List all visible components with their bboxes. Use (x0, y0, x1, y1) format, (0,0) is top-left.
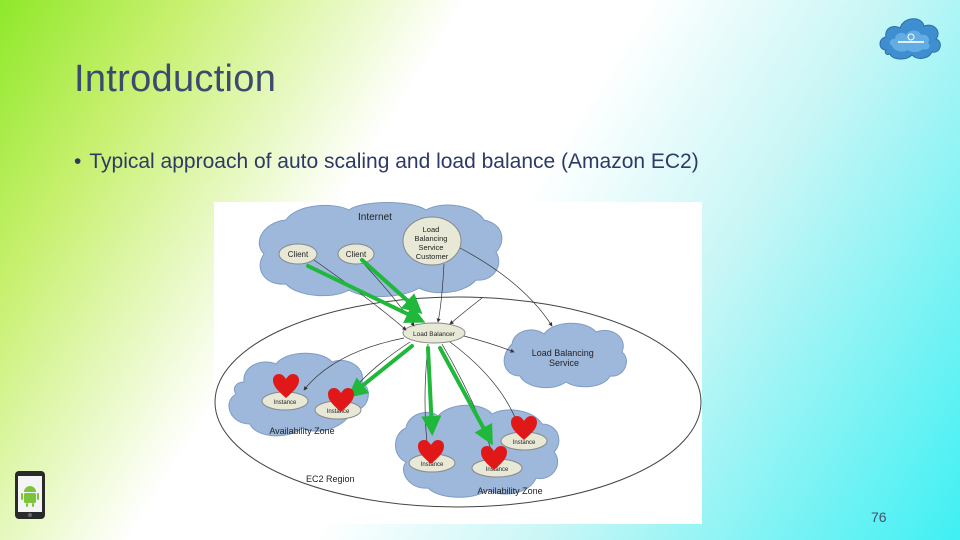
heart-icon (328, 388, 354, 412)
connector-lbs-lb (449, 297, 483, 325)
lbs-line-2: Service (549, 358, 579, 368)
load-balancer-node (402, 322, 466, 344)
client-label-2: Client (346, 250, 367, 259)
green-arrow-icon (438, 346, 493, 446)
connector-client1-lb (313, 259, 407, 331)
ec2-region-ellipse (214, 296, 702, 508)
instance-label-2: Instance (327, 409, 350, 415)
android-phone-icon (14, 470, 46, 520)
green-arrow-icon (347, 344, 414, 398)
bullet-text: Typical approach of auto scaling and loa… (89, 150, 699, 173)
hearts (273, 374, 537, 470)
lbs-customer-label: Load Balancing Service Customer (414, 225, 449, 261)
instance-label-3: Instance (421, 462, 444, 468)
client-node-2 (337, 243, 375, 265)
internet-label: Internet (358, 212, 392, 223)
heart-icon (511, 416, 537, 440)
lbs-customer-line-2: Balancing (414, 234, 447, 243)
connector-lb-inst4 (441, 343, 495, 459)
lbs-line-1: Load Balancing (532, 348, 594, 358)
heart-icon (273, 374, 299, 398)
lbs-cloud (503, 322, 627, 389)
slide-title: Introduction (74, 58, 277, 100)
green-arrows (306, 258, 493, 446)
green-arrow-icon (360, 258, 423, 314)
instance-label-4: Instance (486, 467, 509, 473)
lbs-label: Load Balancing Service (532, 348, 597, 368)
client-node-1 (278, 243, 318, 265)
lbs-customer-line-3: Service (418, 243, 443, 252)
lbs-customer-node (402, 216, 462, 266)
lbs-customer-line-1: Load (423, 225, 440, 234)
bullet-point: • Typical approach of auto scaling and lo… (74, 150, 699, 174)
heart-icon (481, 446, 507, 470)
instance-label-5: Instance (513, 440, 536, 446)
auto-scaling-diagram: EC2 Region Internet Client Client Load B… (214, 202, 702, 524)
bullet-dot: • (74, 150, 82, 173)
cloud-logo-icon (878, 10, 944, 62)
load-balancer-label: Load Balancer (413, 331, 456, 338)
instance-label-1: Instance (274, 400, 297, 406)
connector-lb-lbs (463, 335, 515, 353)
lbs-customer-line-4: Customer (416, 252, 449, 261)
connector-customer-lb (436, 263, 445, 323)
client-label-1: Client (288, 250, 309, 259)
ec2-region-label: EC2 Region (306, 474, 355, 484)
page-number: 76 (871, 509, 887, 525)
availability-zone-label-2: Availability Zone (477, 486, 542, 496)
connector-lb-az1 (303, 337, 405, 391)
connector-customer-lbs (459, 247, 553, 327)
availability-zone-label-1: Availability Zone (269, 426, 334, 436)
green-arrow-icon (421, 346, 442, 436)
heart-icon (418, 440, 444, 464)
